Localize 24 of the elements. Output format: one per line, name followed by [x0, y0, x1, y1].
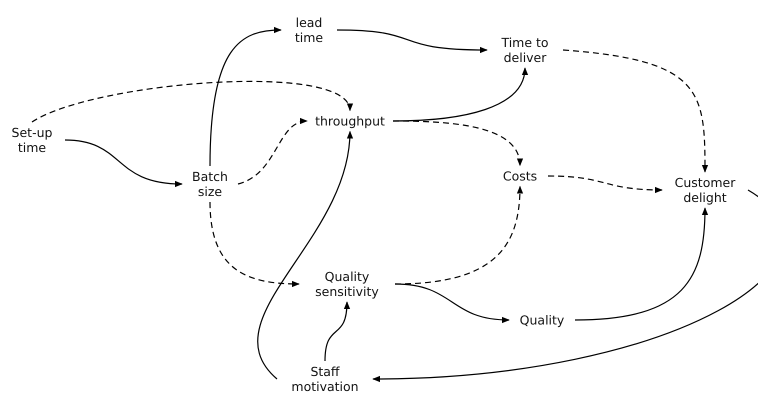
variable-label: Batch size [191, 169, 229, 199]
variable-label: Quality [518, 312, 566, 328]
variable-label: Staff motivation [290, 364, 360, 394]
causal-arrow [258, 130, 352, 380]
causal-arrow [393, 120, 522, 166]
causal-arrow [372, 190, 758, 382]
causal-arrow [574, 207, 708, 321]
causal-arrow [336, 29, 488, 54]
variable-label: Customer delight [674, 175, 736, 205]
causal-arrow [32, 80, 351, 123]
variable-label: lead time [294, 15, 324, 45]
variable-label: Set-up time [10, 125, 54, 155]
causal-arrow [394, 283, 510, 323]
causal-arrow [209, 27, 282, 166]
causal-arrow [64, 139, 183, 187]
variable-label: Quality sensitivity [314, 269, 380, 299]
variable-label: throughput [314, 114, 386, 128]
variable-label: Costs [502, 168, 538, 184]
causal-arrow [548, 175, 663, 194]
causal-arrow [562, 49, 708, 173]
causal-arrow [209, 202, 300, 288]
causal-arrow [238, 118, 308, 185]
causal-arrow [324, 301, 350, 362]
variable-label: Time to deliver [500, 35, 550, 65]
